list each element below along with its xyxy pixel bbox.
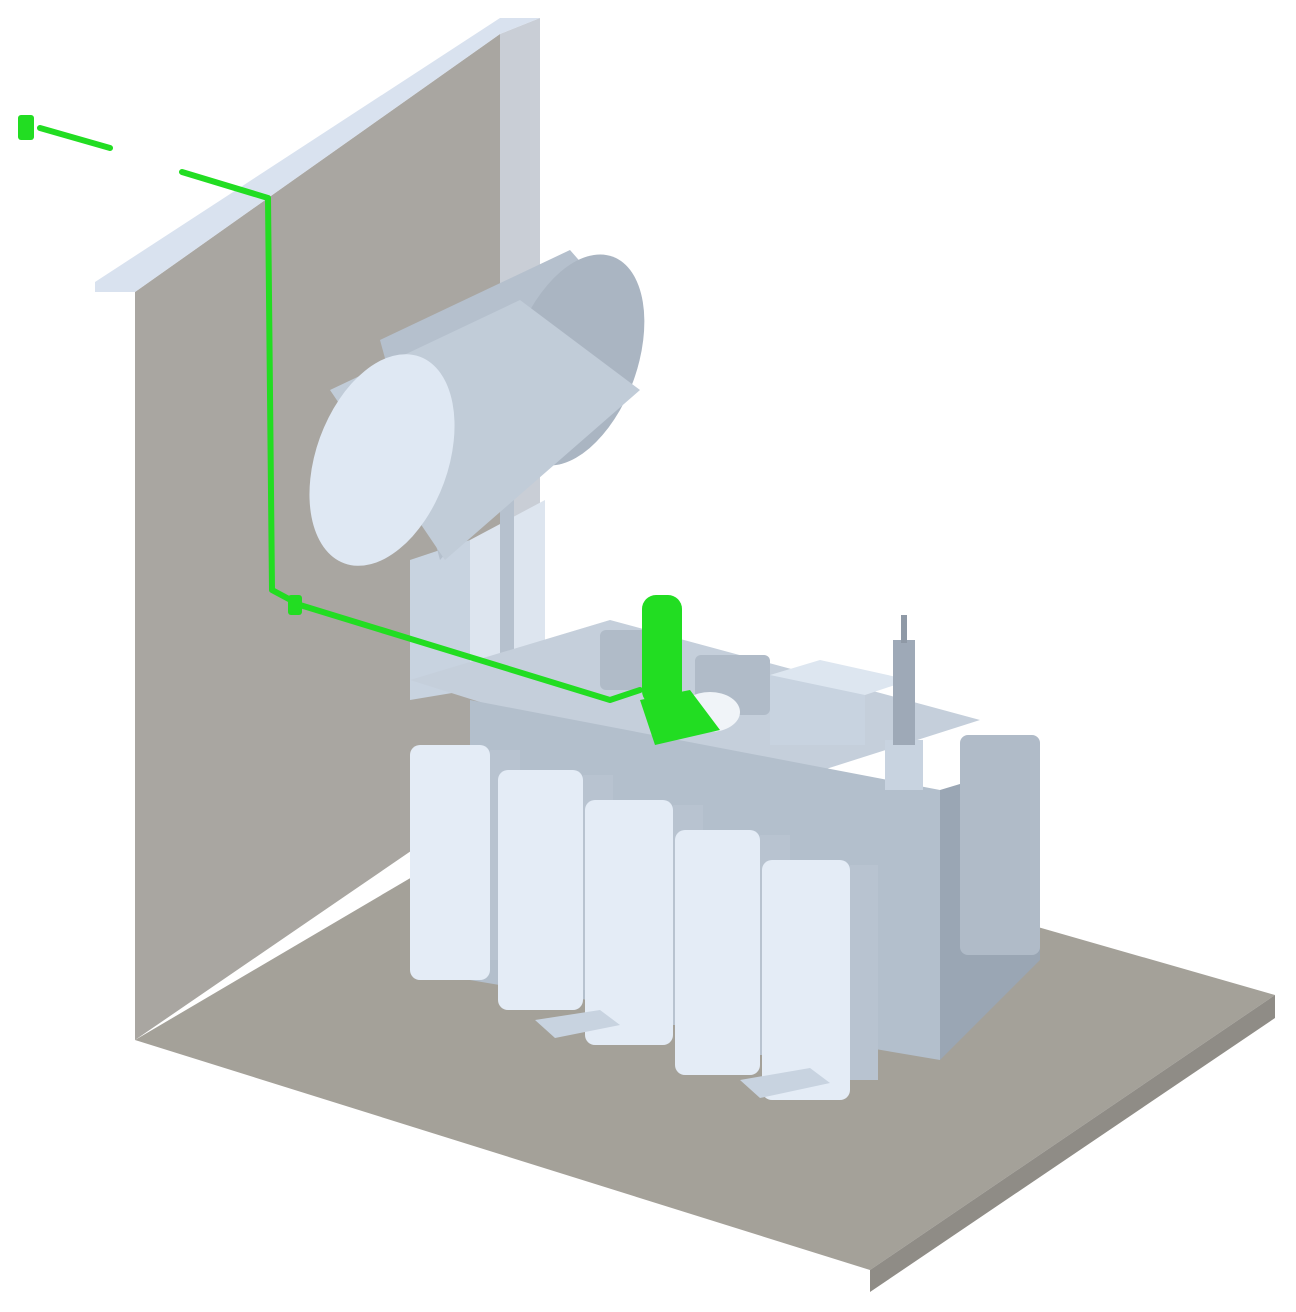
floor-edge-right [870,995,1275,1292]
pipe [37,125,643,703]
wall-cap [95,18,540,292]
radiator [498,770,583,1010]
radiator [585,800,673,1045]
wall-face [135,34,500,1040]
radiator [762,860,850,1100]
conservator-tank [309,250,645,566]
bushing [885,615,923,790]
conservator-support [410,500,545,700]
radiator-bank [410,745,878,1100]
support-feet [535,1010,830,1098]
conservator-end-cap [309,354,455,566]
radiator [410,745,490,980]
radiator [675,830,760,1075]
green-device [18,115,720,745]
